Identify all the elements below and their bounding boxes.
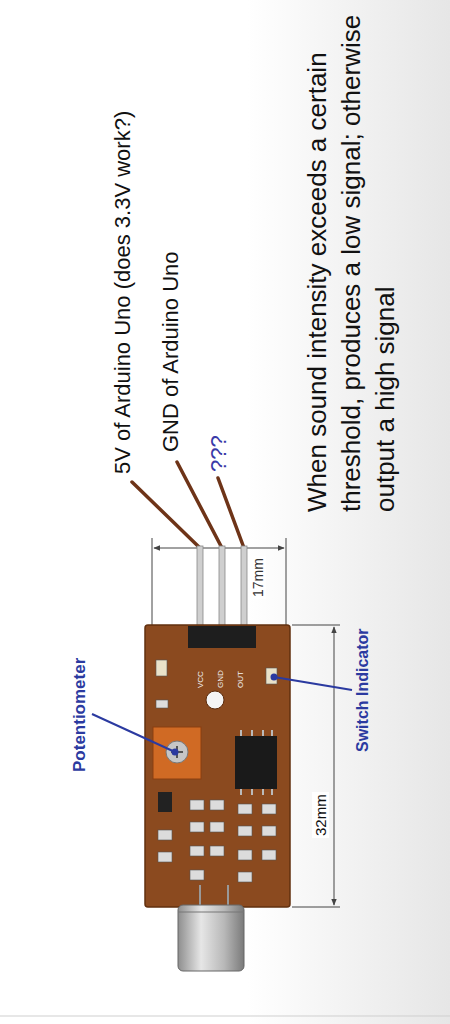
smd-part bbox=[156, 700, 168, 708]
mount-hole bbox=[206, 691, 224, 709]
dimension-label: 17mm bbox=[250, 556, 266, 599]
pin-note: 5V of Arduino Uno (does 3.3V work?) bbox=[110, 111, 135, 474]
pin-note: ??? bbox=[206, 435, 231, 472]
pin-note: GND of Arduino Uno bbox=[158, 251, 183, 452]
callout-label: Potentiometer bbox=[70, 658, 90, 772]
callout-label: Switch Indicator bbox=[354, 628, 372, 752]
silkscreen-text: GND bbox=[216, 670, 225, 688]
bottom-rule bbox=[0, 1016, 450, 1017]
potentiometer-symbol bbox=[153, 727, 201, 779]
power-led bbox=[156, 660, 167, 676]
behaviour-note: When sound intensity exceeds a certain t… bbox=[300, 12, 402, 512]
smd-parts bbox=[158, 800, 276, 882]
pin-header bbox=[188, 626, 256, 648]
microphone-capsule bbox=[178, 885, 244, 971]
ic-chip bbox=[235, 730, 277, 795]
transistor bbox=[158, 792, 172, 812]
dimension-label: 32mm bbox=[312, 792, 329, 838]
wires bbox=[132, 462, 244, 548]
header-pins bbox=[197, 546, 247, 638]
silkscreen-text: VCC bbox=[196, 671, 205, 688]
dimension-32 bbox=[292, 625, 340, 907]
switch-led bbox=[266, 668, 277, 684]
pcb-board bbox=[145, 625, 290, 907]
silkscreen-text: OUT bbox=[236, 671, 245, 688]
